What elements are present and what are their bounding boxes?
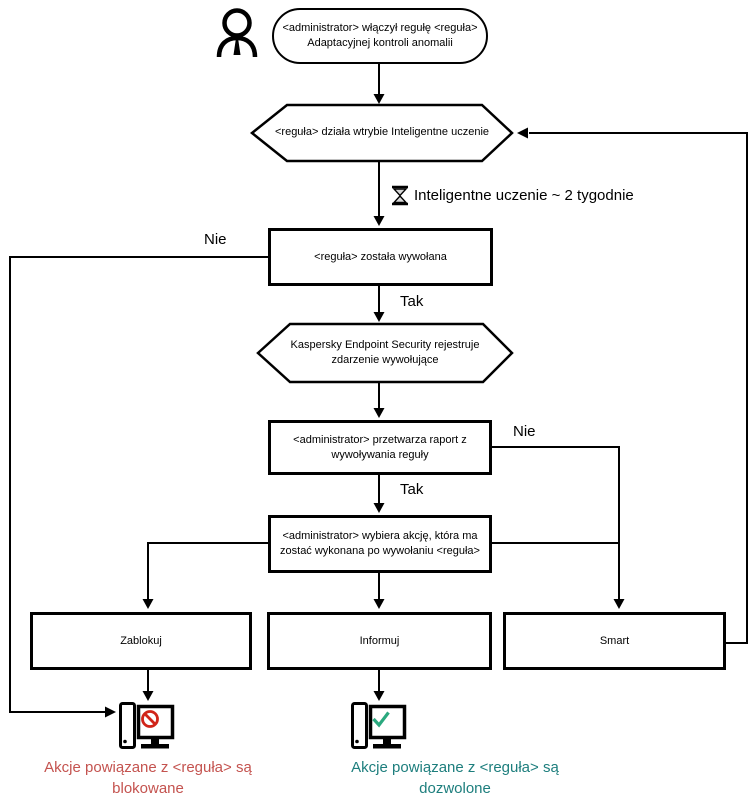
node-rule-triggered-label: <reguła> została wywołana bbox=[314, 250, 447, 263]
administrator-icon bbox=[216, 8, 258, 58]
node-rule-triggered: <reguła> została wywołana bbox=[268, 228, 493, 286]
check-icon bbox=[372, 711, 390, 728]
blocked-computer-icon bbox=[119, 702, 175, 749]
edge-label-no-1: Nie bbox=[204, 231, 227, 248]
action-box-smart: Smart bbox=[503, 612, 726, 670]
node-action-select-line2: zostać wykonana po wywołaniu <reguła> bbox=[280, 545, 480, 557]
allowed-computer-icon bbox=[351, 702, 407, 749]
event-logged-hexagon bbox=[256, 322, 514, 384]
action-box-block-label: Zablokuj bbox=[120, 634, 162, 647]
edge-label-yes-2: Tak bbox=[400, 481, 424, 498]
node-report-line2: wywoływania reguły bbox=[331, 448, 429, 461]
action-box-smart-label: Smart bbox=[599, 634, 630, 647]
outcome-blocked-line2: blokowane bbox=[112, 780, 184, 797]
training-mode-hexagon bbox=[249, 103, 514, 163]
outcome-blocked-line1: Akcje powiązane z <reguła> są bbox=[44, 759, 252, 776]
node-start-line1: <administrator> włączył regułę <reguła> bbox=[282, 22, 478, 34]
node-report-processed: <administrator> przetwarza raport z wywo… bbox=[268, 420, 492, 475]
node-action-select: <administrator> wybiera akcję, która ma … bbox=[268, 515, 492, 573]
outcome-allowed-caption: Akcje powiązane z <reguła> są dozwolone bbox=[330, 757, 580, 799]
edge-label-no-2: Nie bbox=[513, 423, 536, 440]
node-report-line1: <administrator> przetwarza raport z bbox=[293, 433, 467, 446]
arrowheads bbox=[105, 94, 625, 718]
node-start: <administrator> włączył regułę <reguła> … bbox=[272, 8, 488, 64]
outcome-allowed-line2: dozwolone bbox=[419, 780, 491, 797]
node-action-select-line1: <administrator> wybiera akcję, która ma bbox=[282, 530, 478, 542]
outcome-blocked-caption: Akcje powiązane z <reguła> są blokowane bbox=[20, 757, 276, 799]
blocked-badge-icon bbox=[141, 710, 159, 728]
hourglass-icon bbox=[392, 185, 408, 206]
outcome-allowed-line1: Akcje powiązane z <reguła> są bbox=[351, 759, 559, 776]
training-duration-note: Inteligentne uczenie ~ 2 tygodnie bbox=[414, 187, 634, 204]
action-box-inform: Informuj bbox=[267, 612, 492, 670]
action-box-block: Zablokuj bbox=[30, 612, 252, 670]
node-start-line2: Adaptacyjnej kontroli anomalii bbox=[307, 37, 453, 49]
edge-label-yes-1: Tak bbox=[400, 293, 424, 310]
action-box-inform-label: Informuj bbox=[359, 634, 400, 647]
